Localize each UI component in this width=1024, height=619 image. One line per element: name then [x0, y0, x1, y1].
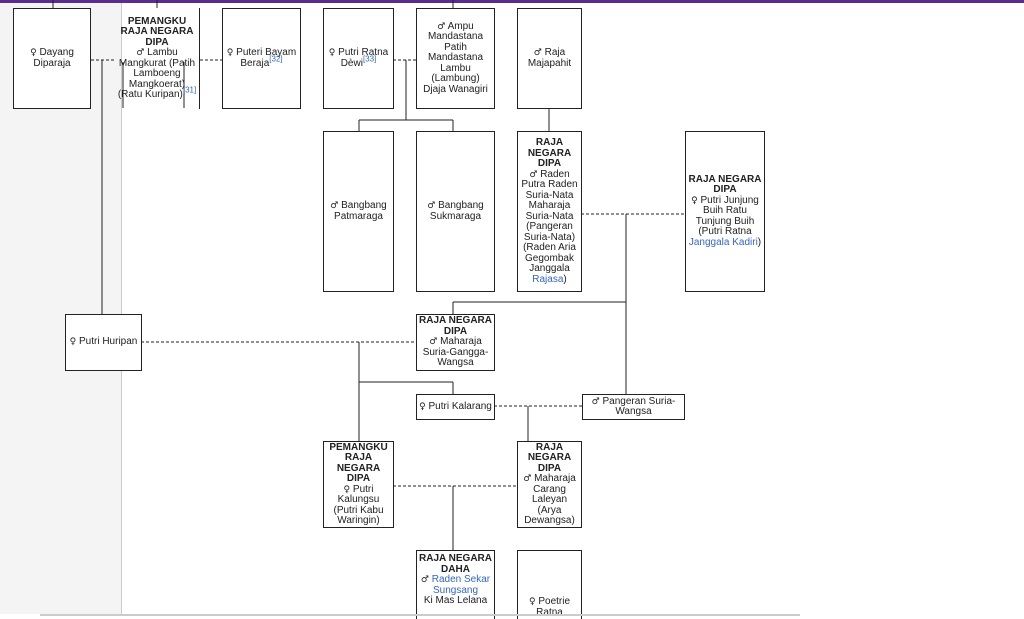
male-icon: ♂ — [420, 575, 429, 585]
person-ampu-mandastana: ♂ Ampu Mandastana Patih Mandastana Lambu… — [416, 8, 495, 109]
person-title: PEMANGKU RAJA NEGARA DIPA — [120, 15, 194, 48]
person-lambu-mangkurat: PEMANGKU RAJA NEGARA DIPA ♂ Lambu Mangku… — [115, 8, 200, 109]
female-icon: ♀ — [528, 597, 536, 607]
person-name: Putri Junjung Buih Ratu Tunjung Buih (Pu… — [695, 194, 759, 238]
person-putri-ratna-dewi: ♀ Putri Ratna Dèwi[33] — [323, 8, 394, 109]
female-icon: ♀ — [69, 337, 77, 348]
female-icon: ♀ — [419, 401, 426, 412]
person-title: RAJA NEGARA DIPA — [527, 441, 572, 474]
person-puteri-bayam-beraja: ♀ Puteri Bayam Beraja[32] — [222, 8, 301, 109]
person-raden-sekar-sungsang: RAJA NEGARA DAHA ♂ Raden Sekar Sungsang … — [416, 550, 495, 619]
person-bangbang-patmaraga: ♂ Bangbang Patmaraga — [323, 131, 394, 292]
person-name: Maharaja Carang Laleyan (Arya Dewangsa) — [524, 473, 576, 526]
person-title: RAJA NEGARA DIPA — [419, 315, 492, 337]
person-name: Raden Putra Raden Suria-Nata Maharaja Su… — [521, 168, 578, 274]
closing-paren: ) — [563, 273, 567, 285]
female-icon: ♀ — [226, 48, 234, 58]
person-pangeran-suria-wangsa: ♂ Pangeran Suria-Wangsa — [582, 394, 685, 420]
person-name: Maharaja Suria-Gangga-Wangsa — [422, 336, 489, 369]
person-maharaja-carang-laleyan: RAJA NEGARA DIPA ♂ Maharaja Carang Laley… — [517, 441, 582, 528]
female-icon: ♀ — [30, 48, 37, 58]
male-icon: ♂ — [529, 169, 538, 180]
person-dayang-diparaja: ♀ Dayang Diparaja — [13, 8, 91, 109]
janggala-kadiri-link[interactable]: Janggala Kadiri — [688, 236, 758, 248]
person-title: RAJA NEGARA DAHA — [419, 553, 492, 575]
male-icon: ♂ — [437, 21, 446, 32]
male-icon: ♂ — [533, 48, 542, 58]
male-icon: ♂ — [427, 201, 436, 211]
person-name: Putri Kalarang — [428, 400, 492, 412]
person-name: Raja Majapahit — [527, 47, 572, 69]
person-name: Ampu Mandastana Patih Mandastana Lambu (… — [423, 20, 488, 95]
person-name: Putri Huripan — [79, 336, 138, 348]
person-name: Pangeran Suria-Wangsa — [602, 395, 676, 417]
person-putri-kalarang: ♀ Putri Kalarang — [416, 394, 495, 420]
person-name: Dayang Diparaja — [33, 47, 74, 69]
rajasa-link[interactable]: Rajasa — [532, 273, 564, 285]
person-name: Puteri Bayam Beraja — [236, 47, 297, 69]
person-name: Putri Kalungsu (Putri Kabu Waringin) — [333, 483, 384, 526]
female-icon: ♀ — [328, 48, 336, 58]
person-name: Bangbang Sukmaraga — [429, 200, 484, 222]
bottom-divider — [40, 614, 800, 616]
raden-sekar-sungsang-link[interactable]: Raden Sekar Sungsang — [431, 574, 491, 596]
person-name: Lambu Mangkurat (Patih Lamboeng Mangkoer… — [117, 47, 196, 100]
person-alias: Ki Mas Lelana — [423, 595, 488, 606]
person-bangbang-sukmaraga: ♂ Bangbang Sukmaraga — [416, 131, 495, 292]
person-maharaja-suria-gangga-wangsa: RAJA NEGARA DIPA ♂ Maharaja Suria-Gangga… — [416, 314, 495, 371]
person-title: RAJA NEGARA DIPA — [527, 137, 572, 169]
male-icon: ♂ — [429, 337, 438, 348]
person-name: Poetrie Ratna — [536, 596, 571, 618]
closing-paren: ) — [757, 236, 762, 248]
male-icon: ♂ — [591, 396, 600, 407]
person-raden-suria-nata: RAJA NEGARA DIPA ♂ Raden Putra Raden Sur… — [517, 131, 582, 292]
top-accent-bar — [0, 0, 1024, 3]
person-title: PEMANGKU RAJA NEGARA DIPA — [329, 441, 388, 484]
person-poetrie-ratna: ♀ Poetrie Ratna — [517, 550, 582, 619]
person-raja-majapahit: ♂ Raja Majapahit — [517, 8, 582, 109]
male-icon: ♂ — [523, 474, 532, 484]
person-name: Putri Ratna Dèwi — [338, 47, 389, 69]
person-putri-kalungsu: PEMANGKU RAJA NEGARA DIPA ♀ Putri Kalung… — [323, 441, 394, 528]
person-putri-huripan: ♀ Putri Huripan — [65, 314, 142, 371]
citation-link[interactable]: [32] — [269, 54, 283, 64]
person-title: RAJA NEGARA DIPA — [688, 173, 762, 196]
citation-link[interactable]: [33] — [362, 54, 377, 64]
person-putri-junjung-buih: RAJA NEGARA DIPA ♀ Putri Junjung Buih Ra… — [685, 131, 765, 292]
citation-link[interactable]: [31] — [182, 85, 197, 95]
female-icon: ♀ — [691, 195, 698, 206]
male-icon: ♂ — [136, 48, 145, 58]
male-icon: ♂ — [330, 201, 339, 211]
female-icon: ♀ — [343, 484, 351, 495]
person-name: Bangbang Patmaraga — [334, 200, 387, 222]
